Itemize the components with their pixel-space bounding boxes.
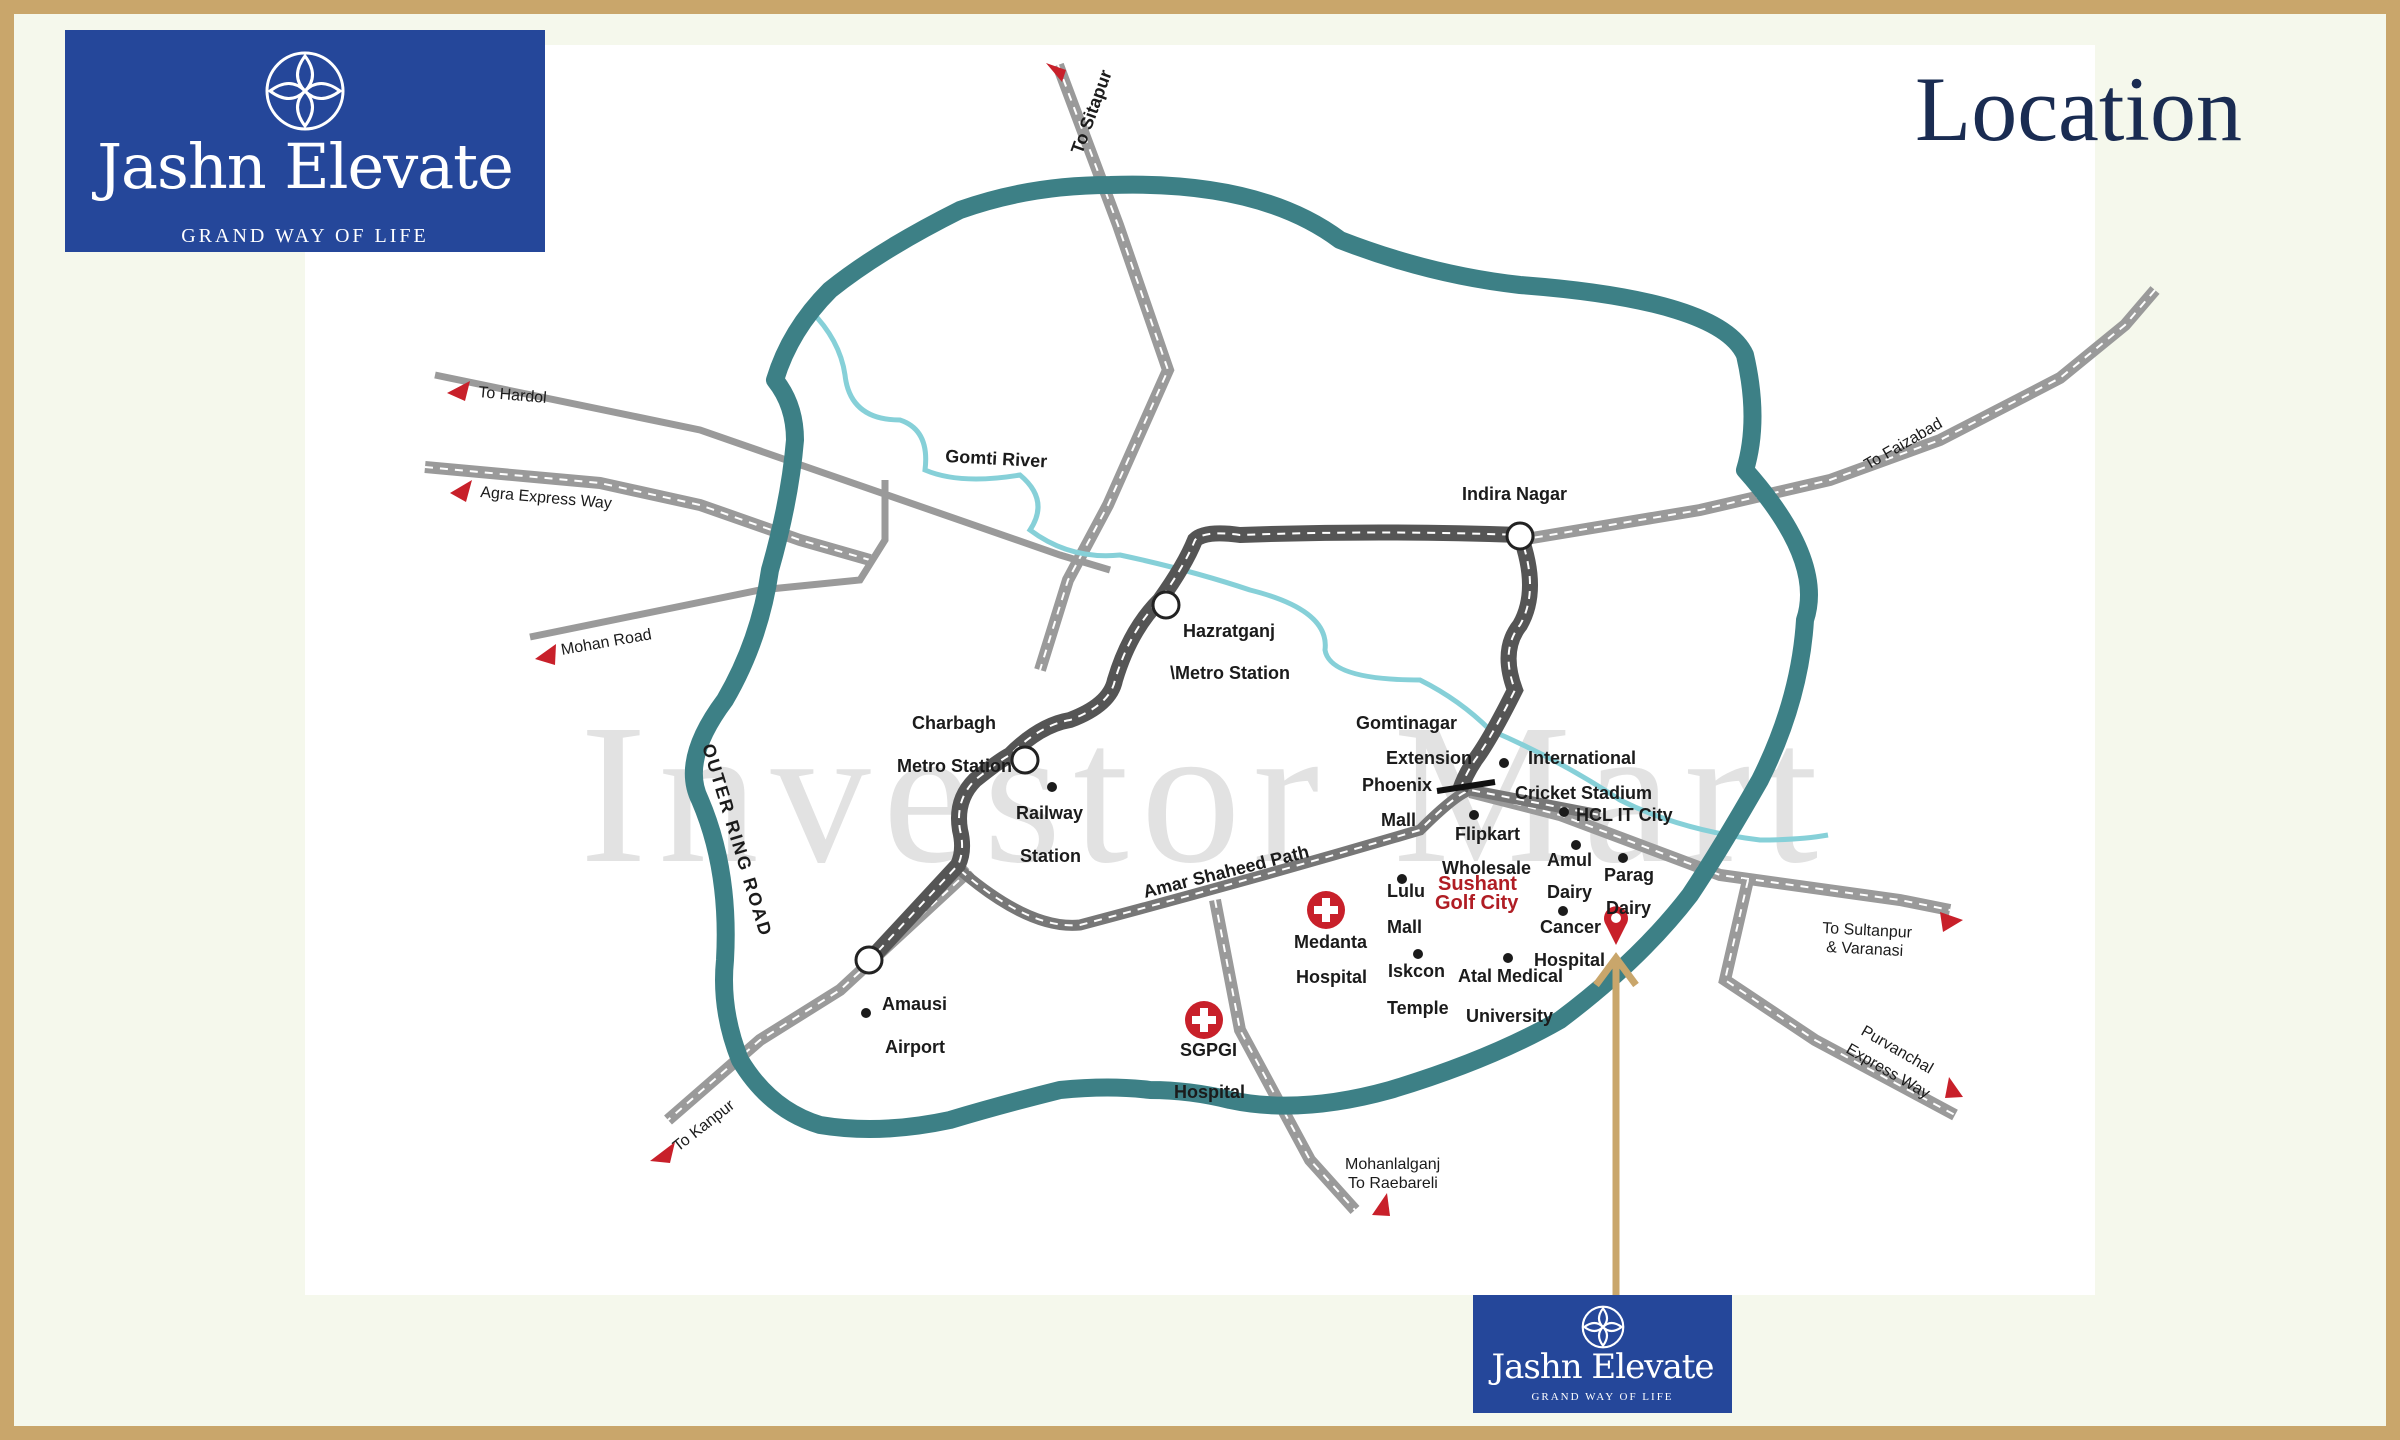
- label-hcl-it-city: HCL IT City: [1576, 805, 1673, 825]
- label-amul: Amul: [1547, 850, 1592, 870]
- label-cancer: Cancer: [1540, 917, 1601, 937]
- road-sultanpur: [1468, 786, 1952, 916]
- label-charbagh: Charbagh: [912, 713, 996, 733]
- pointer-arrow-icon: [1593, 952, 1639, 988]
- label-sgpgi-hospital: Hospital: [1174, 1082, 1245, 1102]
- label-hazratganj-metro: \Metro Station: [1170, 663, 1290, 683]
- road-agra-express: [424, 461, 872, 566]
- label-phoenix-mall: Mall: [1381, 810, 1416, 830]
- road-purvanchal: [1718, 878, 1958, 1121]
- map-labels: To Sitapur To Hardol Agra Express Way Mo…: [478, 67, 1946, 1192]
- label-iskcon-temple: Temple: [1387, 998, 1449, 1018]
- label-sushant: Sushant: [1438, 873, 1517, 895]
- phoenix-connector: [1436, 779, 1496, 794]
- label-atal-medical: Atal Medical: [1458, 966, 1563, 986]
- arrow-mohan-icon: [535, 644, 556, 665]
- highways: [424, 62, 2160, 1215]
- label-to-raebareli: To Raebareli: [1348, 1175, 1438, 1192]
- label-amul-dairy: Dairy: [1547, 882, 1592, 902]
- label-lulu: Lulu: [1387, 881, 1425, 901]
- hospital-icons: [1185, 891, 1345, 1039]
- label-railway-station: Station: [1020, 846, 1081, 866]
- sgpgi-hospital-icon: [1185, 1001, 1223, 1039]
- brand-logo-bottom: Jashn Elevate GRAND WAY OF LIFE: [1473, 1295, 1732, 1413]
- brand-tagline: GRAND WAY OF LIFE: [1531, 1391, 1674, 1403]
- medanta-hospital-icon: [1307, 891, 1345, 929]
- label-to-sultanpur: To Sultanpur: [1822, 920, 1913, 942]
- label-university: University: [1466, 1006, 1553, 1026]
- arrow-purvanchal-icon: [1945, 1077, 1963, 1098]
- arrow-kanpur-icon: [650, 1142, 675, 1163]
- label-varanasi: & Varanasi: [1826, 939, 1904, 960]
- label-gomtinagar: Gomtinagar: [1356, 713, 1457, 733]
- label-flipkart: Flipkart: [1455, 824, 1520, 844]
- page-title: Location: [1915, 58, 2242, 160]
- road-mohan: [529, 480, 889, 641]
- label-phoenix: Phoenix: [1362, 775, 1432, 795]
- brand-emblem-icon: [265, 51, 345, 131]
- label-medanta-hospital: Hospital: [1296, 967, 1367, 987]
- hazratganj-metro-icon: [1151, 590, 1181, 620]
- brand-logo-top: Jashn Elevate GRAND WAY OF LIFE: [65, 30, 545, 252]
- label-railway: Railway: [1016, 803, 1083, 823]
- label-wholesale: Wholesale: [1442, 858, 1531, 878]
- brand-emblem-icon: [1581, 1305, 1624, 1349]
- label-parag: Parag: [1604, 865, 1654, 885]
- label-parag-dairy: Dairy: [1606, 898, 1651, 918]
- brand-tagline: GRAND WAY OF LIFE: [181, 225, 429, 247]
- charbagh-metro-icon: [1010, 745, 1040, 775]
- label-cricket-stadium: Cricket Stadium: [1515, 783, 1652, 803]
- brand-name: Jashn Elevate: [1491, 1347, 1714, 1387]
- label-charbagh-metro: Metro Station: [897, 756, 1012, 776]
- label-iskcon: Iskcon: [1388, 961, 1445, 981]
- brand-name: Jashn Elevate: [97, 130, 514, 203]
- label-hazratganj: Hazratganj: [1183, 621, 1275, 641]
- indira-nagar-metro-icon: [1505, 521, 1535, 551]
- label-amausi: Amausi: [882, 994, 947, 1014]
- amausi-metro-icon: [854, 945, 884, 975]
- place-dots: [861, 758, 1628, 1018]
- arrow-raebareli-icon: [1372, 1193, 1390, 1216]
- label-indira-nagar: Indira Nagar: [1462, 484, 1567, 504]
- arrow-hardoi-icon: [447, 381, 470, 401]
- label-international: International: [1528, 748, 1636, 768]
- arrow-sitapur-icon: [1046, 63, 1066, 82]
- outer-ring-road: [684, 175, 1818, 1138]
- label-golf-city: Golf City: [1435, 892, 1519, 914]
- metro-line: [862, 524, 1538, 968]
- road-raebareli: [1209, 898, 1360, 1215]
- gomti-river: [808, 308, 1829, 843]
- label-lulu-mall: Mall: [1387, 917, 1422, 937]
- road-sitapur: [1034, 62, 1175, 672]
- metro-station-icons: [854, 521, 1535, 975]
- label-sgpgi: SGPGI: [1180, 1040, 1237, 1060]
- label-mohanlalganj: Mohanlalganj: [1345, 1156, 1440, 1173]
- location-pin-icon: [1604, 906, 1629, 945]
- road-faizabad: [1519, 286, 2160, 546]
- arrow-agra-icon: [450, 480, 472, 502]
- label-gomti-river: Gomti River: [945, 446, 1048, 471]
- road-amar-shaheed-path: [956, 784, 1602, 931]
- direction-arrows: [447, 63, 1963, 1216]
- arrow-sultanpur-icon: [1940, 912, 1963, 932]
- label-extension: Extension: [1386, 748, 1472, 768]
- road-hardoi: [434, 371, 1112, 574]
- label-to-hardoi: To Hardol: [478, 384, 548, 407]
- label-medanta: Medanta: [1294, 932, 1368, 952]
- label-amausi-airport: Airport: [885, 1037, 945, 1057]
- label-cancer-hospital: Hospital: [1534, 950, 1605, 970]
